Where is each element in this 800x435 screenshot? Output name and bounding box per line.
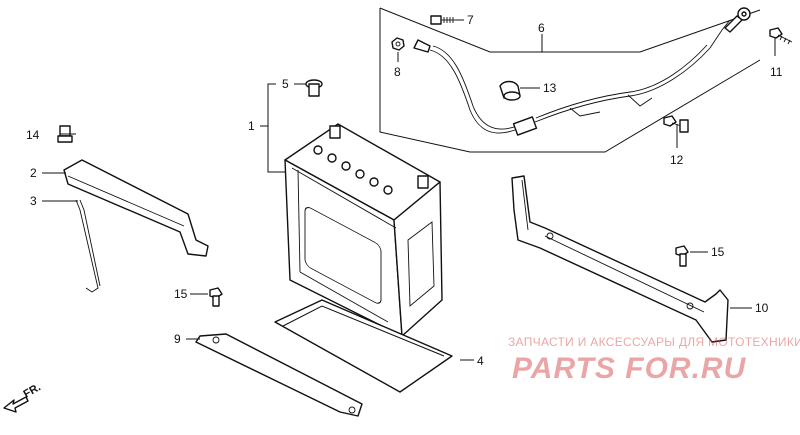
callout-9: 9: [174, 332, 181, 346]
watermark: ЗАПЧАСТИ И АКСЕССУАРЫ ДЛЯ МОТОТЕХНИКИ PA…: [508, 335, 800, 385]
callout-8: 8: [394, 65, 401, 79]
battery-tray-4: [274, 299, 453, 393]
rod-3: [75, 199, 101, 293]
nut-8: [391, 37, 405, 51]
bolt-15b: [675, 245, 689, 267]
callout-12: 12: [670, 153, 684, 167]
bolt-15a: [209, 287, 223, 307]
watermark-line2: PARTS FOR.RU: [512, 352, 747, 385]
callout-4: 4: [477, 354, 484, 368]
callout-5: 5: [282, 77, 289, 91]
nut-14: [57, 125, 73, 143]
battery-cable: [413, 7, 751, 136]
callout-7: 7: [467, 13, 474, 27]
front-direction-label: FR.: [22, 381, 43, 400]
cable-assembly-frame: [379, 7, 761, 153]
battery: [284, 123, 443, 337]
callouts: 1 2 3 4 5 6 7 8 9 10 11 12 13 14 15 15: [26, 13, 783, 368]
callout-15-left: 15: [174, 287, 188, 301]
bolt-11: [769, 27, 793, 45]
callout-2: 2: [30, 166, 37, 180]
bolt-12: [663, 115, 689, 133]
terminal-cap-13: [499, 80, 521, 101]
front-direction-arrow: FR.: [3, 381, 43, 413]
stay-2: [63, 159, 209, 257]
callout-11: 11: [770, 65, 783, 79]
callout-10: 10: [755, 301, 769, 315]
bracket-9: [195, 333, 363, 417]
callout-6: 6: [538, 21, 545, 35]
holder-10: [511, 175, 729, 343]
callout-15-right: 15: [711, 245, 725, 259]
callout-1: 1: [248, 119, 255, 133]
watermark-line1: ЗАПЧАСТИ И АКСЕССУАРЫ ДЛЯ МОТОТЕХНИКИ: [508, 335, 800, 349]
bolt-5: [305, 79, 323, 97]
callout-14: 14: [26, 128, 40, 142]
leader-lines: [42, 19, 776, 361]
callout-13: 13: [543, 81, 557, 95]
bolt-7: [430, 15, 456, 25]
callout-3: 3: [30, 194, 37, 208]
